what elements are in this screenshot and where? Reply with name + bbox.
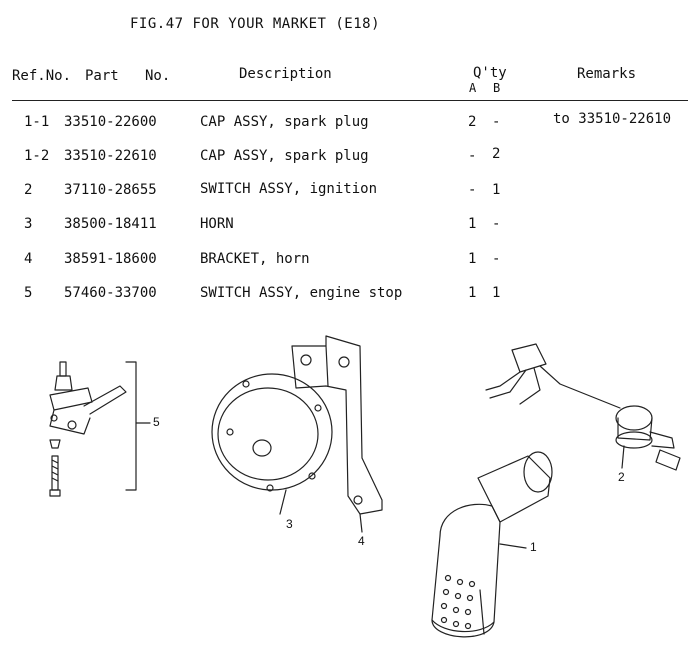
- row-qty-b: -: [492, 114, 501, 130]
- row-description: SWITCH ASSY, engine stop: [200, 285, 403, 301]
- row-ref: 4: [24, 251, 33, 267]
- row-qty-b: 1: [492, 285, 501, 301]
- figure-title: FIG.47 FOR YOUR MARKET (E18): [130, 16, 381, 32]
- row-ref: 1-2: [24, 148, 50, 164]
- row-qty-a: -: [468, 148, 477, 164]
- engine-stop-switch-drawing: [49, 361, 151, 497]
- callout-1: 1: [530, 540, 537, 554]
- row-part-no: 37110-28655: [64, 182, 157, 198]
- row-ref: 2: [24, 182, 33, 198]
- callout-4: 4: [358, 534, 365, 548]
- ignition-switch-drawing: [485, 343, 681, 471]
- row-qty-a: -: [468, 182, 477, 198]
- row-qty-a: 1: [468, 216, 477, 232]
- header-rule: [12, 100, 688, 101]
- callout-2: 2: [618, 470, 625, 484]
- row-qty-a: 1: [468, 251, 477, 267]
- row-part-no: 33510-22610: [64, 148, 157, 164]
- callout-5: 5: [153, 415, 160, 429]
- row-part-no: 38500-18411: [64, 216, 157, 232]
- header-qty-b: B: [493, 81, 501, 95]
- row-part-no: 33510-22600: [64, 114, 157, 130]
- row-qty-b: 1: [492, 182, 501, 198]
- row-part-no: 57460-33700: [64, 285, 157, 301]
- header-no: No.: [145, 68, 171, 84]
- row-qty-a: 1: [468, 285, 477, 301]
- horn-drawing: [211, 373, 333, 515]
- bracket-drawing: [291, 335, 383, 533]
- row-description: CAP ASSY, spark plug: [200, 148, 369, 164]
- row-ref: 1-1: [24, 114, 50, 130]
- callout-3: 3: [286, 517, 293, 531]
- row-ref: 5: [24, 285, 33, 301]
- header-qty: Q'ty: [473, 65, 507, 81]
- row-qty-b: -: [492, 216, 501, 232]
- parts-illustration: [49, 335, 681, 638]
- row-qty-b: -: [492, 251, 501, 267]
- row-description: CAP ASSY, spark plug: [200, 114, 369, 130]
- row-ref: 3: [24, 216, 33, 232]
- row-description: BRACKET, horn: [200, 251, 310, 267]
- row-remarks: to 33510-22610: [553, 111, 672, 127]
- spark-plug-cap-drawing: [431, 451, 553, 638]
- row-part-no: 38591-18600: [64, 251, 157, 267]
- row-qty-b: 2: [492, 146, 501, 162]
- row-qty-a: 2: [468, 114, 477, 130]
- header-ref-no: Ref.No.: [12, 68, 72, 84]
- header-description: Description: [239, 66, 332, 82]
- header-remarks: Remarks: [577, 66, 637, 82]
- row-description: HORN: [200, 216, 234, 232]
- row-description: SWITCH ASSY, ignition: [200, 181, 378, 197]
- header-qty-a: A: [469, 81, 477, 95]
- header-part: Part: [85, 68, 119, 84]
